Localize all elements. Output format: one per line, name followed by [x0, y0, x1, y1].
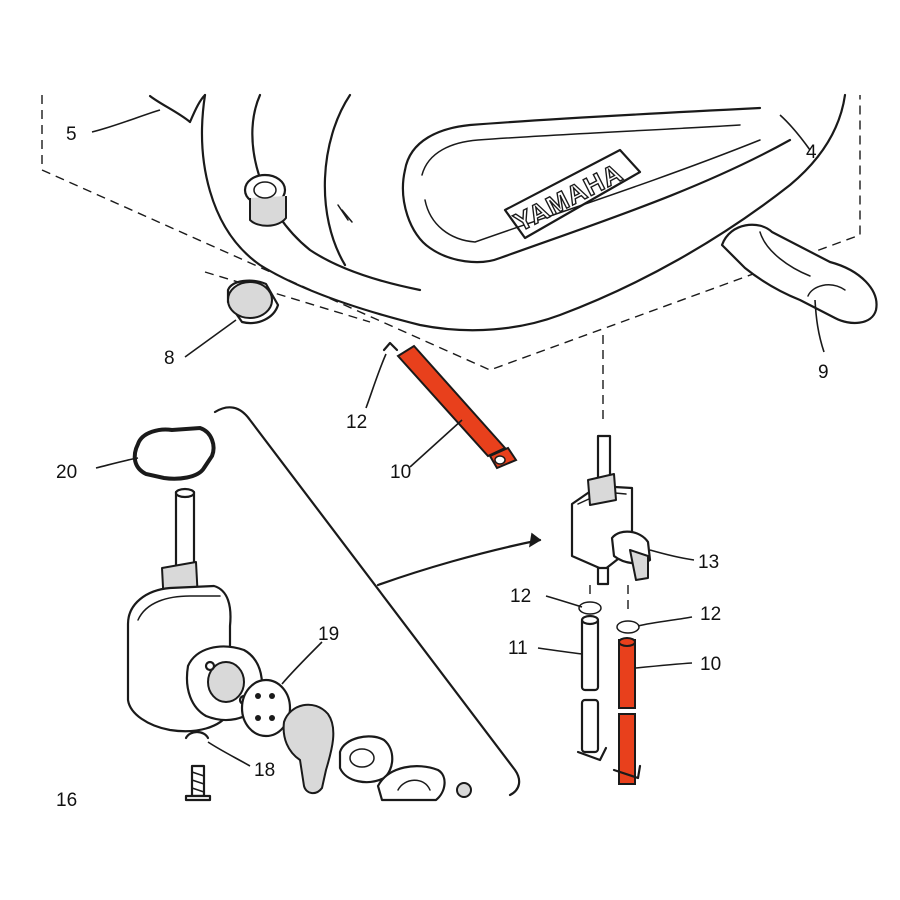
- callout-10-lower: 10: [700, 654, 721, 675]
- valve-plate: [240, 678, 292, 738]
- fuel-hose-upper: [396, 344, 518, 470]
- tank-bracket: [720, 223, 878, 325]
- clip-pair-12-right: [616, 620, 640, 634]
- fuel-cock-detail: [126, 487, 264, 733]
- gasket: [132, 425, 216, 481]
- callout-11: 11: [508, 638, 528, 659]
- callout-18: 18: [254, 760, 275, 781]
- clip-pair-12-left: [578, 601, 602, 615]
- tank-brand-text: YAMAHA: [509, 157, 628, 237]
- callout-labels: 5 4 8 9 12 10 20 13 12 12 11 10 19 18 16: [56, 124, 829, 811]
- callout-19: 19: [318, 624, 339, 645]
- fuel-hose-lower: [612, 637, 642, 785]
- callout-9: 9: [818, 362, 829, 383]
- callout-20: 20: [56, 462, 77, 483]
- tank-reference-frame: [41, 95, 861, 371]
- callout-12-upper: 12: [346, 412, 367, 433]
- fuel-pipe: [576, 614, 608, 762]
- leader-lines: [91, 109, 825, 767]
- callout-16: 16: [56, 790, 77, 811]
- callout-12-right: 12: [700, 604, 721, 625]
- lever-and-plates: [282, 703, 472, 802]
- callout-4: 4: [806, 142, 817, 163]
- fuel-cock-assembly: [570, 434, 652, 586]
- screw-and-clip: [184, 730, 212, 802]
- hose-clip-upper: [382, 341, 399, 352]
- callout-12-left: 12: [510, 586, 531, 607]
- callout-8: 8: [164, 348, 175, 369]
- callout-13: 13: [698, 552, 719, 573]
- callout-10-upper: 10: [390, 462, 411, 483]
- detail-boundary: [213, 406, 542, 797]
- callout-5: 5: [66, 124, 77, 145]
- rubber-damper: [226, 279, 280, 325]
